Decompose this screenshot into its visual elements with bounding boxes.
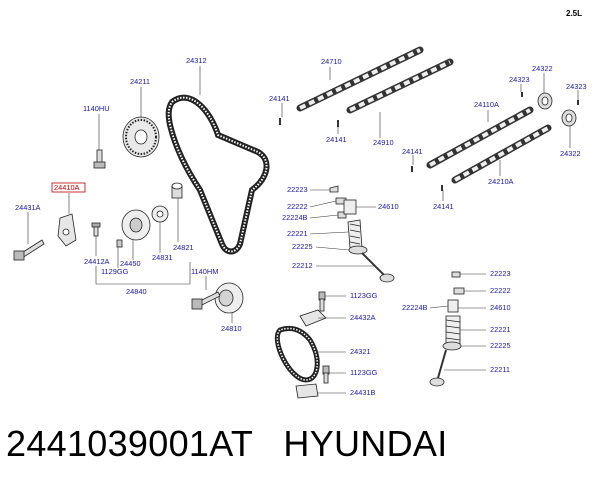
idler-pulley: [214, 282, 244, 314]
callout-24322-a[interactable]: 24322: [532, 64, 553, 73]
callout-22224B-b[interactable]: 22224B: [402, 303, 428, 312]
callout-24141-c[interactable]: 24141: [402, 147, 423, 156]
camshaft-4: [451, 124, 552, 184]
callout-24810[interactable]: 24810: [221, 324, 242, 333]
callout-24323-a[interactable]: 24323: [509, 75, 530, 84]
callout-22225-a[interactable]: 22225: [292, 242, 313, 251]
callout-22222-b[interactable]: 22222: [490, 286, 511, 295]
callout-24110A[interactable]: 24110A: [474, 100, 499, 109]
callout-24312[interactable]: 24312: [186, 56, 207, 65]
sprocket-bolt: [93, 149, 106, 169]
callout-24432A[interactable]: 24432A: [350, 313, 376, 322]
valve-train-upper: [329, 185, 395, 283]
callout-24321[interactable]: 24321: [350, 347, 371, 356]
camshaft-3: [426, 106, 534, 169]
callout-22221-b[interactable]: 22221: [490, 325, 511, 334]
callout-22224B-a[interactable]: 22224B: [282, 213, 308, 222]
callout-22221-a[interactable]: 22221: [287, 229, 308, 238]
guide-bolt-1: [318, 291, 326, 312]
callout-24450[interactable]: 24450: [120, 259, 141, 268]
callout-22223-a[interactable]: 22223: [287, 185, 308, 194]
callout-22211[interactable]: 22211: [490, 365, 510, 374]
valve-train-lower: [429, 271, 465, 387]
callout-24710[interactable]: 24710: [321, 57, 342, 66]
timing-belt: [165, 94, 270, 255]
callout-24141-d[interactable]: 24141: [433, 202, 454, 211]
callout-24431B[interactable]: 24431B: [350, 388, 376, 397]
callout-1123GG-b[interactable]: 1123GG: [350, 368, 378, 377]
callout-24840[interactable]: 24840: [126, 287, 147, 296]
callout-24210A[interactable]: 24210A: [488, 177, 514, 186]
callout-24410A[interactable]: 24410A: [54, 183, 80, 192]
tensioner-pulley: [116, 209, 151, 248]
idler-spacer: [151, 205, 169, 223]
tensioner-bolt: [13, 239, 45, 261]
callout-24412A[interactable]: 24412A: [84, 257, 110, 266]
callout-22222-a[interactable]: 22222: [287, 202, 308, 211]
part-number-caption: 2441039001AT HYUNDAI: [6, 423, 448, 464]
cam-seal-2: [561, 109, 577, 127]
callout-24610-b[interactable]: 24610: [490, 303, 511, 312]
callout-24322-b[interactable]: 24322: [560, 149, 581, 158]
callout-1129GG[interactable]: 1129GG: [101, 267, 129, 276]
callout-24831[interactable]: 24831: [152, 253, 173, 262]
tensioner-arm: [57, 213, 77, 247]
callout-24211[interactable]: 24211: [130, 77, 150, 86]
timing-chain: [274, 325, 320, 383]
callout-24141-b[interactable]: 24141: [326, 135, 347, 144]
small-bolt: [91, 222, 101, 237]
callout-24910[interactable]: 24910: [373, 138, 394, 147]
callout-1123GG-a[interactable]: 1123GG: [350, 291, 378, 300]
callout-1140HM[interactable]: 1140HM: [191, 267, 218, 276]
idler-bushing: [171, 182, 183, 199]
callout-22225-b[interactable]: 22225: [490, 341, 511, 350]
guide-bolt-2: [322, 365, 330, 384]
belt-guide-lower: [295, 383, 319, 399]
callout-24323-b[interactable]: 24323: [566, 82, 587, 91]
callout-22223-b[interactable]: 22223: [490, 269, 511, 278]
callout-24431A[interactable]: 24431A: [15, 203, 41, 212]
callout-22212[interactable]: 22212: [292, 261, 313, 270]
engine-displacement-label: 2.5L: [566, 9, 582, 18]
callouts: 24312 24211 1140HU 24410A 24431A 24412A …: [15, 56, 587, 397]
camshaft-1: [296, 46, 424, 112]
pins: [279, 92, 579, 191]
callout-24141-a[interactable]: 24141: [269, 94, 290, 103]
leader-lines: [27, 66, 579, 394]
camshaft-2: [346, 58, 454, 114]
callout-24821[interactable]: 24821: [173, 243, 194, 252]
cam-seal-1: [537, 92, 553, 110]
cam-sprocket: [122, 116, 160, 158]
callout-24610-a[interactable]: 24610: [378, 202, 399, 211]
idler-bolt: [191, 291, 221, 310]
callout-1140HU[interactable]: 1140HU: [83, 104, 110, 113]
highlight-box: [51, 182, 86, 193]
